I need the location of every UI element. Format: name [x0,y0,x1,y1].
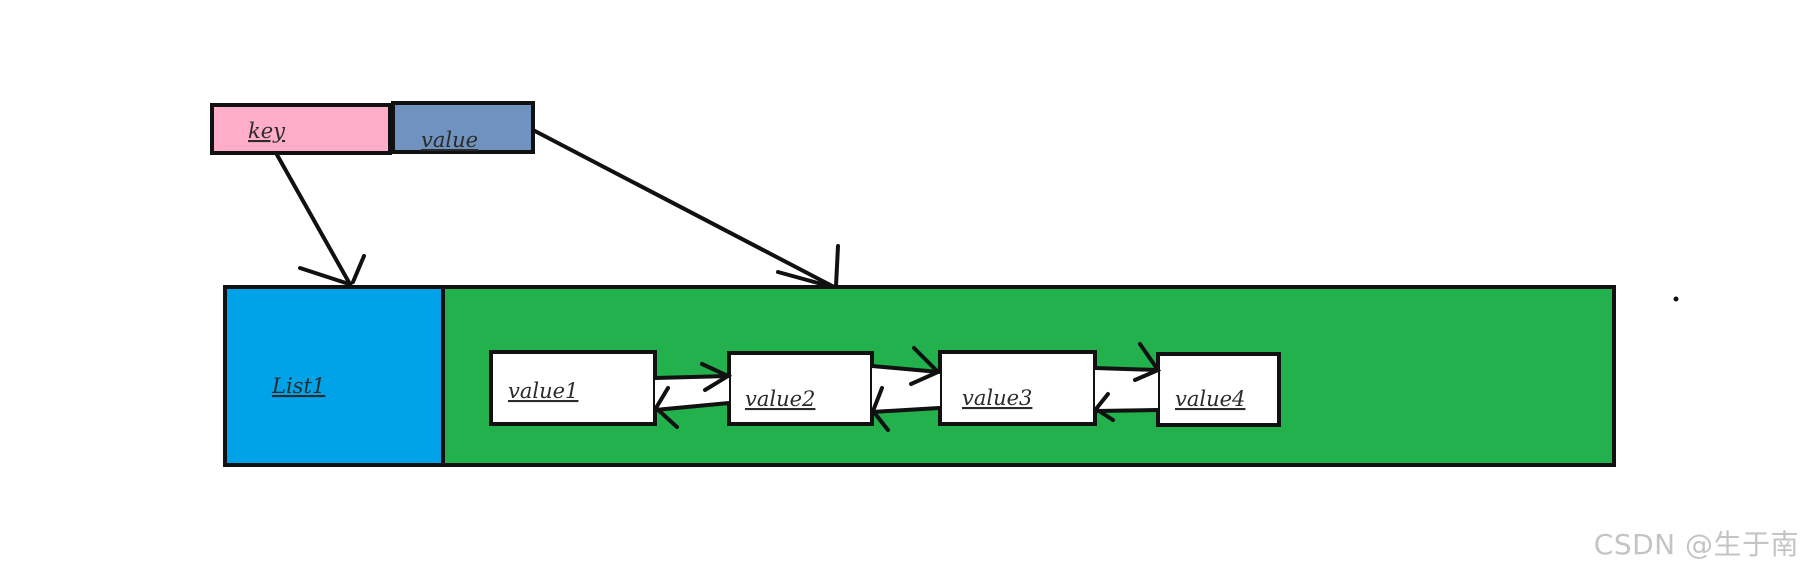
node-value2-label: value2 [745,387,815,411]
key-to-list-arrow [274,151,366,288]
node-value1 [489,350,657,426]
list-label: List1 [271,374,325,398]
stray-dot [1673,296,1679,302]
watermark: CSDN @生于南 [1593,528,1799,561]
node-value1-label: value1 [508,379,578,403]
value-label: value [421,128,478,152]
node-value4-label: value4 [1175,387,1245,411]
node-value4 [1156,352,1281,427]
list-box [223,285,445,467]
key-label: key [248,119,286,143]
value-box [391,101,535,154]
node-value3-label: value3 [962,386,1032,410]
value-to-container-arrow [531,128,840,290]
key-box [210,103,392,155]
link-value1-value2 [653,362,733,429]
link-value3-value4 [1093,342,1162,422]
link-value2-value3 [870,346,942,432]
